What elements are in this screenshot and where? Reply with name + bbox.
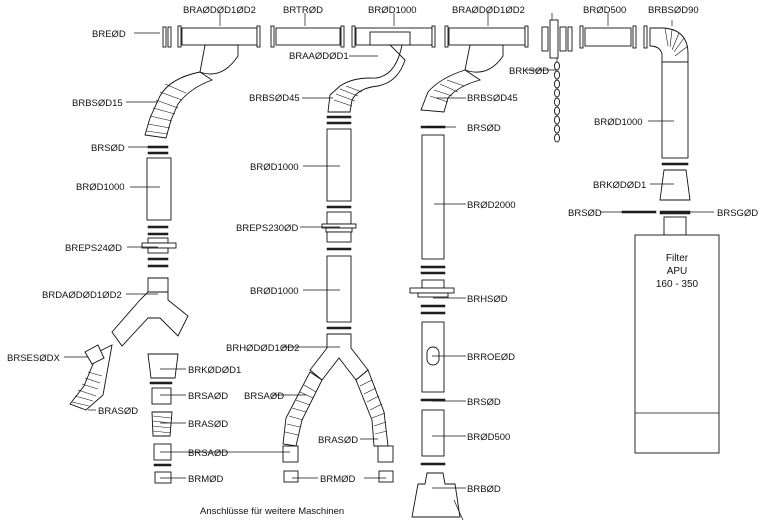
label-brroeod: BRROEØD [467, 352, 515, 363]
label-brod500-top: BRØD500 [583, 5, 626, 16]
label-brhododd1od2: BRHØDØD1ØD2 [226, 343, 299, 354]
label-brsod-c4: BRSØD [568, 208, 602, 219]
label-brtrod: BRTRØD [283, 5, 323, 16]
label-brbod: BRBØD [467, 484, 501, 495]
label-brsod-c3b: BRSØD [467, 397, 501, 408]
label-brod500-c3: BRØD500 [467, 432, 510, 443]
label-brod1000-c2a: BRØD1000 [250, 162, 299, 173]
label-brod2000: BRØD2000 [467, 200, 516, 211]
column-4 [621, 61, 720, 454]
branch-part-top1 [177, 25, 261, 75]
label-brsgod: BRSGØD [717, 208, 758, 219]
label-brhsod: BRHSØD [467, 294, 508, 305]
label-brkodod1-c1: BRKØDØD1 [188, 365, 241, 376]
label-brsesodx: BRSESØDX [7, 353, 60, 364]
column-1 [69, 71, 213, 484]
footer-caption: Anschlüsse für weitere Maschinen [200, 506, 344, 517]
label-brbsod90: BRBSØD90 [648, 5, 699, 16]
pipe-500-top [579, 25, 637, 49]
label-brasod-left: BRASØD [98, 406, 138, 417]
label-bra-top2: BRAØDØD1ØD2 [452, 5, 525, 16]
label-brmod-c1: BRMØD [188, 474, 224, 485]
label-breps230od: BREPS230ØD [236, 223, 298, 234]
label-brmod-c2: BRMØD [320, 474, 356, 485]
leader-lines [64, 13, 714, 489]
elbow-90-part [643, 25, 689, 63]
column-3 [409, 69, 482, 521]
column-2 [282, 44, 406, 483]
pipe-top-with-saddle [351, 25, 436, 48]
label-brsaod-c2: BRSAØD [244, 391, 284, 402]
label-braaodod1: BRAAØDØD1 [289, 51, 349, 62]
label-brdaodod1od2: BRDAØDØD1ØD2 [42, 290, 122, 301]
label-brod1000-c2b: BRØD1000 [250, 286, 299, 297]
label-brsod-c1: BRSØD [91, 143, 125, 154]
label-brksod: BRKSØD [509, 66, 549, 77]
label-brsod-c3: BRSØD [467, 123, 501, 134]
label-brbsod45-a: BRBSØD45 [249, 93, 300, 104]
label-bra-top1: BRAØDØD1ØD2 [183, 5, 256, 16]
label-brsaod-c1b: BRSAØD [188, 448, 228, 459]
label-brsaod-c1a: BRSAØD [188, 391, 228, 402]
label-brod1000-top: BRØD1000 [368, 5, 417, 16]
label-breod: BREØD [92, 29, 126, 40]
label-brasod-c2: BRASØD [318, 435, 358, 446]
labels: BREØD BRAØDØD1ØD2 BRTRØD BRØD1000 BRAØDØ… [7, 5, 758, 517]
label-brkodod1-c4: BRKØDØD1 [593, 180, 646, 191]
label-brbsod15: BRBSØD15 [72, 98, 123, 109]
filter-model: APU [667, 266, 688, 277]
label-brod1000-c1: BRØD1000 [76, 182, 125, 193]
filter-range: 160 - 350 [656, 279, 699, 290]
branch-part-top2 [444, 25, 529, 73]
filter-title: Filter [666, 253, 689, 264]
label-brasod-c1: BRASØD [188, 419, 228, 430]
label-breps24od: BREPS24ØD [65, 243, 122, 254]
label-brod1000-c4: BRØD1000 [594, 117, 643, 128]
label-brbsod45-b: BRBSØD45 [467, 93, 518, 104]
trap-part [270, 25, 345, 48]
chain-clamp-part [541, 19, 573, 143]
end-cap-part [162, 26, 172, 48]
